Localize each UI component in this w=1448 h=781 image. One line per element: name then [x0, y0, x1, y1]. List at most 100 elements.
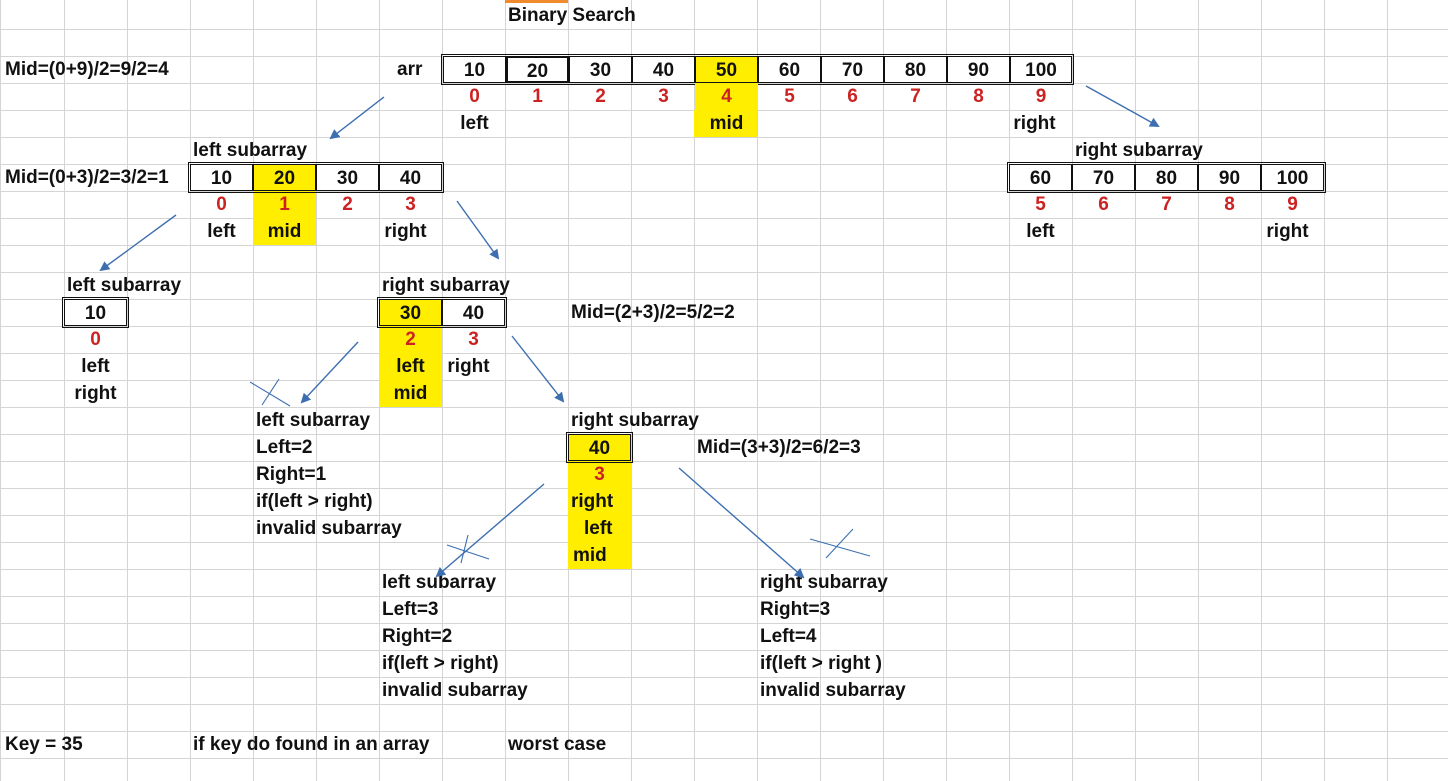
- subarray-cell: 30: [316, 164, 379, 191]
- arrow-to-left-subarray: [329, 96, 385, 140]
- subarray-cell: 10: [190, 164, 253, 191]
- subarray-index: 5: [1035, 194, 1046, 215]
- right-subarray-title: right subarray: [1075, 140, 1203, 161]
- array-cell: 30: [569, 56, 632, 83]
- array-cell: 100: [1010, 56, 1072, 83]
- mid-calc-right: Mid=(3+3)/2=6/2=3: [697, 437, 861, 458]
- left-pointer-label: left: [584, 518, 613, 539]
- mid-pointer-label: mid: [393, 383, 428, 404]
- cross-mark: [261, 378, 280, 406]
- invalid-subarray-line: invalid subarray: [760, 680, 906, 701]
- invalid-subarray-line: right subarray: [760, 572, 888, 593]
- page-title: Binary Search: [508, 5, 636, 26]
- array-cell-mid: 50: [695, 56, 758, 83]
- mid-highlight: [694, 110, 757, 137]
- left-subarray-title: left subarray: [67, 275, 182, 296]
- mid-highlight: [379, 326, 442, 407]
- subarray-cell: 70: [1072, 164, 1135, 191]
- subarray-cell: 40: [442, 299, 505, 326]
- subarray-index: 0: [90, 329, 101, 350]
- footer-note: if key do found in an array: [193, 734, 430, 755]
- array-index: 3: [658, 86, 669, 107]
- right-pointer-label: right: [74, 383, 117, 404]
- invalid-subarray-line: if(left > right): [256, 491, 373, 512]
- array-cell: 90: [947, 56, 1010, 83]
- search-key: Key = 35: [5, 734, 83, 755]
- cross-mark: [446, 544, 490, 560]
- left-pointer-label: left: [81, 356, 110, 377]
- arr-label: arr: [397, 59, 423, 80]
- invalid-subarray-line: left subarray: [256, 410, 371, 431]
- array-index: 9: [1035, 86, 1047, 107]
- subarray-cell: 80: [1135, 164, 1198, 191]
- array-index: 1: [532, 86, 543, 107]
- invalid-subarray-line: Right=2: [382, 626, 453, 647]
- array-cell: 40: [632, 56, 695, 83]
- invalid-subarray-line: invalid subarray: [256, 518, 402, 539]
- arrow-to-right-subarray: [456, 200, 500, 260]
- mid-highlight: [253, 191, 316, 245]
- subarray-cell: 40: [379, 164, 442, 191]
- invalid-subarray-line: Left=3: [382, 599, 439, 620]
- invalid-subarray-line: if(left > right): [382, 653, 499, 674]
- left-pointer-label: left: [1026, 221, 1055, 242]
- array-cell: 10: [443, 56, 506, 83]
- array-index-mid: 4: [695, 83, 758, 110]
- subarray-index: 6: [1098, 194, 1109, 215]
- subarray-cell: 10: [64, 299, 127, 326]
- right-pointer-label: right: [384, 221, 427, 242]
- invalid-subarray-line: Right=3: [760, 599, 831, 620]
- selected-column-marker: [505, 0, 568, 3]
- array-cell: 80: [884, 56, 947, 83]
- arrow-to-right-subarray: [1085, 85, 1160, 127]
- array-cell: 70: [821, 56, 884, 83]
- mid-calc-left: Mid=(0+3)/2=3/2=1: [5, 167, 169, 188]
- mid-calc-right: Mid=(2+3)/2=5/2=2: [571, 302, 735, 323]
- array-index: 0: [469, 86, 480, 107]
- cross-mark: [809, 538, 871, 557]
- subarray-index: 3: [468, 329, 479, 350]
- array-cell-selected[interactable]: 20: [506, 56, 569, 83]
- array-index: 7: [910, 86, 921, 107]
- invalid-subarray-line: Left=2: [256, 437, 313, 458]
- left-pointer-label: left: [396, 356, 425, 377]
- arrow-to-left-subarray: [99, 214, 177, 272]
- left-subarray-title: left subarray: [193, 140, 308, 161]
- mid-pointer-label: mid: [573, 545, 607, 566]
- cross-mark: [825, 528, 854, 559]
- subarray-cell-mid: 20: [253, 164, 316, 191]
- subarray-index: 3: [405, 194, 416, 215]
- right-pointer-label: right: [447, 356, 490, 377]
- subarray-index: 1: [279, 194, 290, 215]
- invalid-subarray-line: Left=4: [760, 626, 817, 647]
- left-pointer-label: left: [460, 113, 489, 134]
- left-pointer-label: left: [207, 221, 236, 242]
- subarray-cell: 90: [1198, 164, 1261, 191]
- mid-calc-top: Mid=(0+9)/2=9/2=4: [5, 59, 169, 80]
- arrow-to-right-subarray: [511, 335, 565, 403]
- subarray-index: 3: [594, 464, 605, 485]
- subarray-index: 7: [1161, 194, 1172, 215]
- right-subarray-title: right subarray: [382, 275, 510, 296]
- subarray-index: 2: [405, 329, 416, 350]
- cross-mark: [249, 381, 291, 407]
- right-pointer-label: right: [1013, 113, 1056, 134]
- mid-highlight: [568, 461, 631, 569]
- invalid-subarray-line: left subarray: [382, 572, 497, 593]
- right-pointer-label: right: [1266, 221, 1309, 242]
- arrow-to-left-subarray: [435, 483, 545, 578]
- arrow-to-right-subarray: [678, 467, 805, 579]
- invalid-subarray-line: if(left > right ): [760, 653, 882, 674]
- subarray-cell: 60: [1009, 164, 1072, 191]
- array-cell: 60: [758, 56, 821, 83]
- mid-pointer-label: mid: [267, 221, 302, 242]
- subarray-index: 2: [342, 194, 353, 215]
- subarray-cell-mid: 40: [568, 434, 631, 461]
- subarray-cell: 100: [1261, 164, 1324, 191]
- array-index: 6: [847, 86, 858, 107]
- subarray-index: 0: [216, 194, 227, 215]
- array-index: 8: [973, 86, 984, 107]
- right-subarray-title: right subarray: [571, 410, 699, 431]
- arrow-to-left-subarray: [300, 341, 359, 404]
